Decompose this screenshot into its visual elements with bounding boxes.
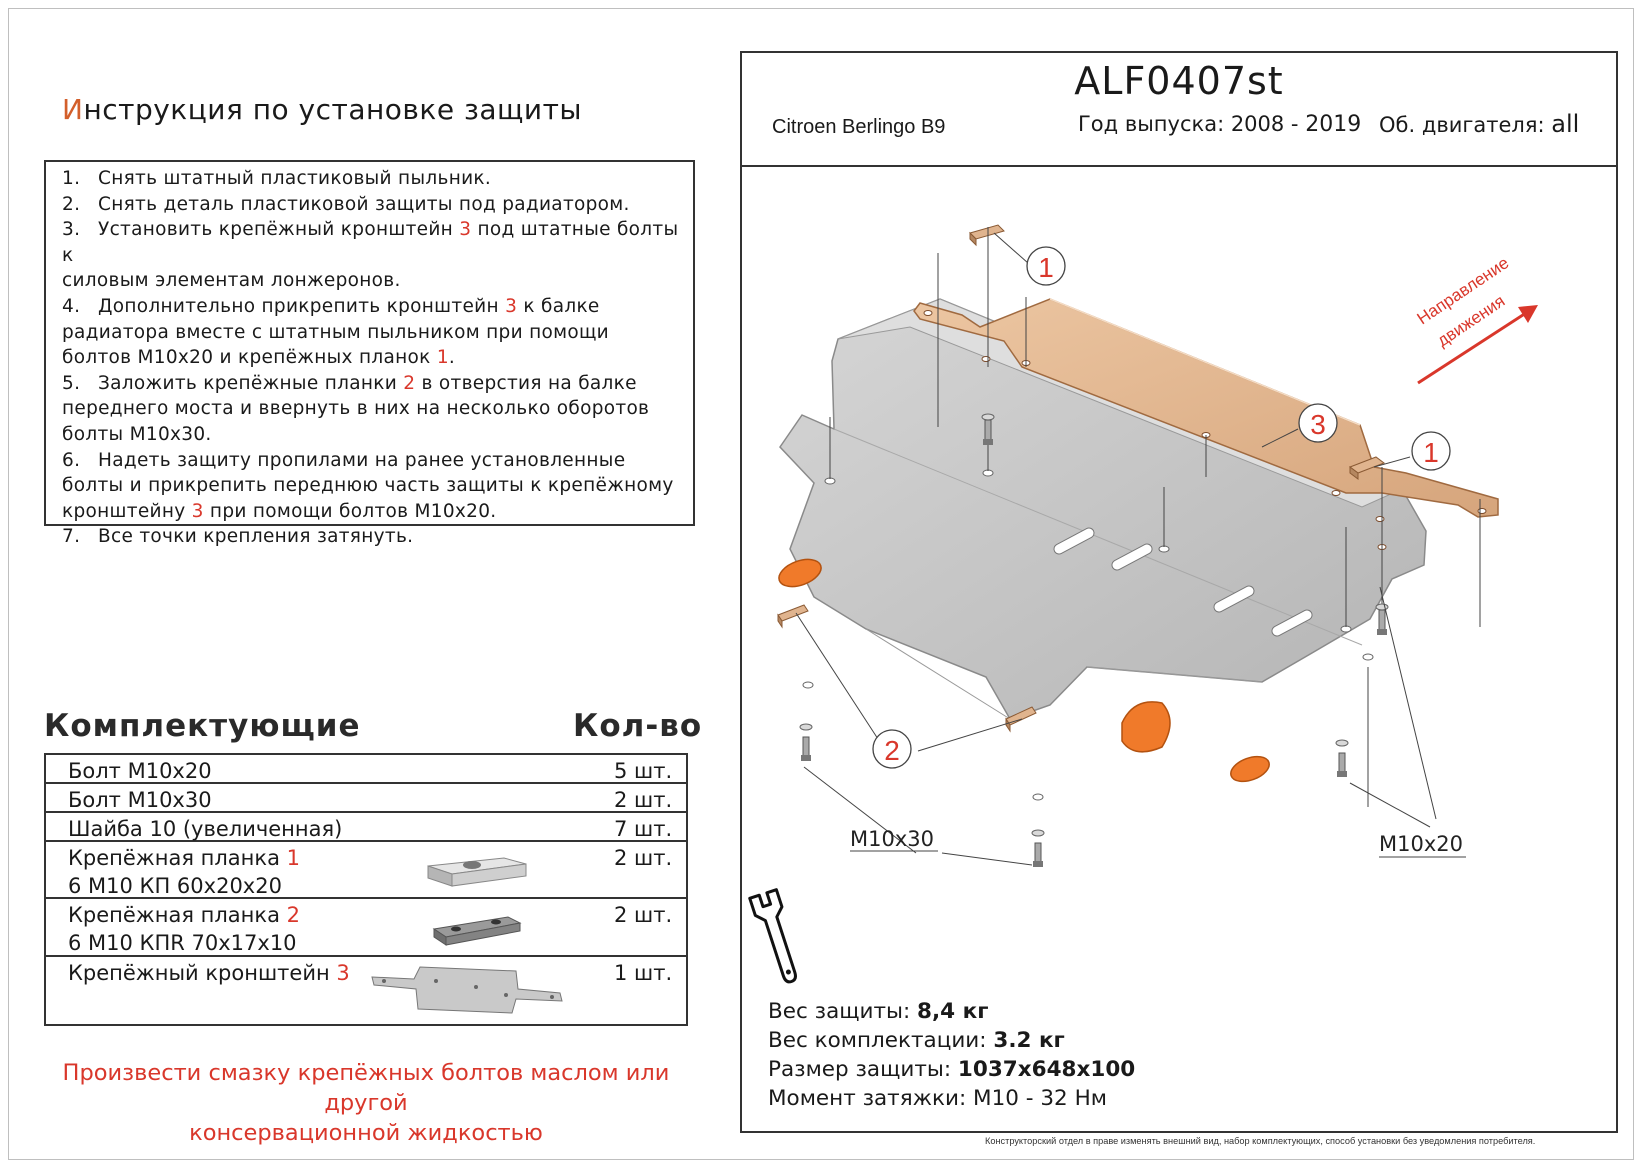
assembly-lines [829, 227, 1481, 807]
svg-text:2: 2 [884, 735, 900, 766]
spec-weight: Вес защиты: 8,4 кг [768, 999, 989, 1024]
diagram-frame: ALF0407st Citroen Berlingo B9 Год выпуск… [740, 51, 1618, 1133]
step-4: 4.Дополнительно прикрепить кронштейн 3 к… [62, 295, 600, 317]
part-qty: 5 шт. [614, 759, 673, 783]
svg-text:1: 1 [1038, 252, 1054, 283]
part-qty: 2 шт. [614, 846, 673, 870]
bolt-label-m10x30: M10x30 [850, 827, 934, 851]
svg-text:3: 3 [1310, 409, 1326, 440]
specifications: Вес защиты: 8,4 кг Вес комплектации: 3.2… [768, 997, 1135, 1113]
step-6-cont2: кронштейну 3 при помощи болтов М10х20. [62, 500, 497, 522]
instructions-title: Инструкция по установке защиты [62, 93, 583, 126]
step-1: 1.Снять штатный пластиковый пыльник. [62, 168, 492, 189]
parts-heading: Комплектующие [44, 708, 361, 744]
part-qty: 2 шт. [614, 788, 673, 812]
svg-text:1: 1 [1423, 437, 1439, 468]
installation-diagram: 1 3 1 2 Направление движения M10x30 M10x… [748, 224, 1538, 984]
part-qty: 7 шт. [614, 817, 673, 841]
step-4-cont: радиатора вместе с штатным пыльником при… [62, 321, 610, 343]
parts-row: Крепёжный кронштейн 3 1 шт. [46, 957, 686, 1024]
spec-torque: Момент затяжки: М10 - 32 Нм [768, 1086, 1107, 1111]
mounting-bracket-3-image [371, 966, 563, 1014]
mounting-plates-2 [777, 604, 1037, 733]
wrench-icon [748, 888, 797, 984]
callout-leaders [795, 232, 1437, 866]
step-7: 7.Все точки крепления затянуть. [62, 526, 414, 548]
disclaimer: Конструкторский отдел в праве изменять в… [985, 1136, 1536, 1146]
plate-slots [1053, 527, 1313, 637]
callout-1-right: 1 [1411, 431, 1451, 471]
part-name: Болт М10х20 [68, 759, 212, 783]
mounting-plate-1-image [427, 857, 527, 887]
production-years: Год выпуска: 2008 - 2019 [1078, 112, 1362, 137]
step-6: 6.Надеть защиту пропилами на ранее устан… [62, 449, 626, 471]
parts-row: Крепёжная планка 1 6 М10 КП 60х20х20 2 ш… [46, 842, 686, 899]
car-model: Citroen Berlingo B9 [772, 116, 946, 138]
part-name: Шайба 10 (увеличенная) [68, 817, 343, 841]
step-3-cont: силовым элементам лонжеронов. [62, 270, 401, 292]
model-code: ALF0407st [1074, 59, 1284, 103]
callout-3: 3 [1298, 403, 1338, 443]
direction-arrow: Направление движения [1414, 253, 1538, 385]
step-5-cont: переднего моста и ввернуть в них на неск… [62, 398, 650, 420]
step-6-cont: болты и прикрепить переднюю часть защиты… [62, 475, 674, 497]
spec-kit-weight: Вес комплектации: 3.2 кг [768, 1028, 1065, 1053]
part-name: Крепёжный кронштейн 3 [68, 961, 350, 985]
spec-size: Размер защиты: 1037х648х100 [768, 1057, 1136, 1082]
parts-row: Шайба 10 (увеличенная) 7 шт. [46, 813, 686, 842]
callout-1-top: 1 [1026, 246, 1066, 286]
step-5-cont2: болты М10х30. [62, 423, 212, 445]
qty-heading: Кол-во [573, 708, 703, 744]
step-4-cont2: болтов М10х20 и крепёжных планок 1. [62, 347, 456, 369]
step-2: 2.Снять деталь пластиковой защиты под ра… [62, 193, 630, 215]
engine-volume: Об. двигателя: all [1379, 110, 1580, 138]
part-name: Болт М10х30 [68, 788, 212, 812]
mounting-plates-1 [969, 224, 1386, 480]
bolts [799, 413, 1389, 867]
page-frame [8, 8, 1634, 1160]
parts-row: Болт М10х20 5 шт. [46, 755, 686, 784]
part-qty: 2 шт. [614, 903, 673, 927]
callout-2: 2 [872, 729, 912, 769]
step-5: 5.Заложить крепёжные планки 2 в отверсти… [62, 372, 637, 394]
header-separator [742, 165, 1616, 167]
instructions-steps: 1.Снять штатный пластиковый пыльник. 2.С… [44, 160, 695, 547]
parts-row: Болт М10х30 2 шт. [46, 784, 686, 813]
lubrication-note: Произвести смазку крепёжных болтов масло… [62, 1060, 670, 1146]
parts-table: Болт М10х20 5 шт. Болт М10х30 2 шт. Шайб… [44, 753, 688, 1026]
bolt-label-m10x20: M10x20 [1379, 832, 1463, 856]
drain-pads [778, 558, 1270, 783]
mounting-plate-2-image [432, 916, 522, 946]
part-qty: 1 шт. [614, 961, 673, 985]
part-name: Крепёжная планка 1 6 М10 КП 60х20х20 [68, 846, 300, 898]
step-3: 3.Установить крепёжный кронштейн 3 под ш… [62, 219, 679, 266]
